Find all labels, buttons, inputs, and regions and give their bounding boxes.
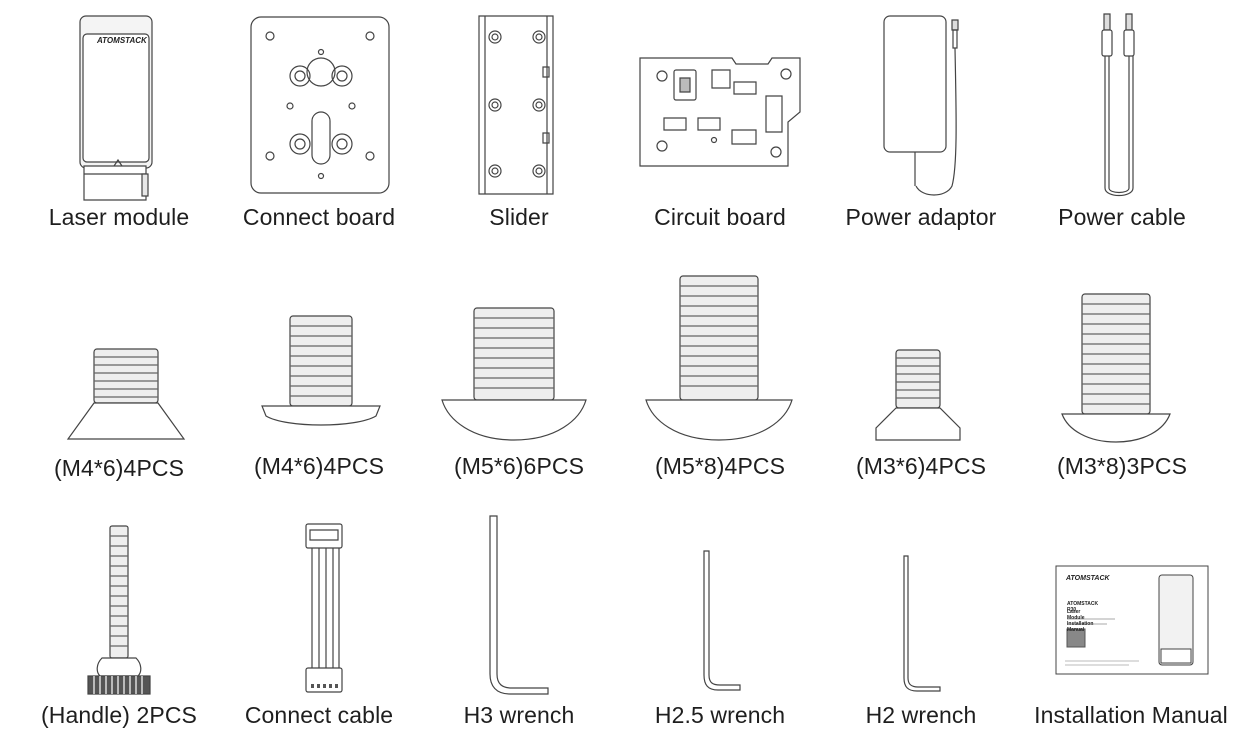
manual-logo: ATOMSTACK: [1066, 575, 1110, 582]
connect-board-icon: [250, 16, 390, 194]
item-label: (M5*6)6PCS: [453, 453, 585, 479]
thumb-screw-handle-icon: [86, 524, 152, 696]
installation-manual-icon: [1055, 565, 1209, 675]
item-label: Power cable: [1058, 204, 1186, 230]
item-label: (Handle) 2PCS: [41, 702, 197, 728]
countersunk-screw-icon: [66, 345, 186, 441]
power-adaptor-icon: [880, 14, 970, 200]
item-label: (M4*6)4PCS: [253, 453, 385, 479]
hex-wrench-icon: [902, 554, 942, 692]
item-label: (M3*8)3PCS: [1056, 453, 1188, 479]
countersunk-screw-icon: [874, 348, 962, 442]
hex-wrench-icon: [702, 549, 742, 691]
item-label: Laser module: [48, 204, 190, 230]
item-label: H3 wrench: [463, 702, 575, 728]
item-label: (M4*6)4PCS: [53, 455, 185, 481]
button-head-screw-icon: [644, 274, 794, 442]
item-label: Connect cable: [244, 702, 394, 728]
item-label: (M3*6)4PCS: [855, 453, 987, 479]
hex-wrench-icon: [488, 514, 552, 694]
item-label: Slider: [489, 204, 549, 230]
item-label: Connect board: [242, 204, 396, 230]
manual-subtitle: Laser Module Installation Manual: [1067, 609, 1094, 633]
button-head-screw-icon: [260, 312, 382, 430]
item-label: H2 wrench: [865, 702, 977, 728]
item-label: Installation Manual: [1034, 702, 1228, 728]
laser-module-icon: [78, 14, 158, 206]
item-label: (M5*8)4PCS: [654, 453, 786, 479]
item-label: H2.5 wrench: [654, 702, 786, 728]
brand-logo: ATOMSTACK: [97, 36, 147, 45]
power-cable-icon: [1100, 12, 1140, 200]
button-head-screw-icon: [1060, 292, 1172, 444]
manual-title: ATOMSTACK R30: [1067, 601, 1099, 613]
slider-icon: [477, 15, 557, 195]
button-head-screw-icon: [440, 306, 588, 442]
item-label: Power adaptor: [845, 204, 997, 230]
item-label: Circuit board: [654, 204, 786, 230]
connect-cable-icon: [302, 522, 346, 694]
circuit-board-icon: [636, 56, 806, 168]
